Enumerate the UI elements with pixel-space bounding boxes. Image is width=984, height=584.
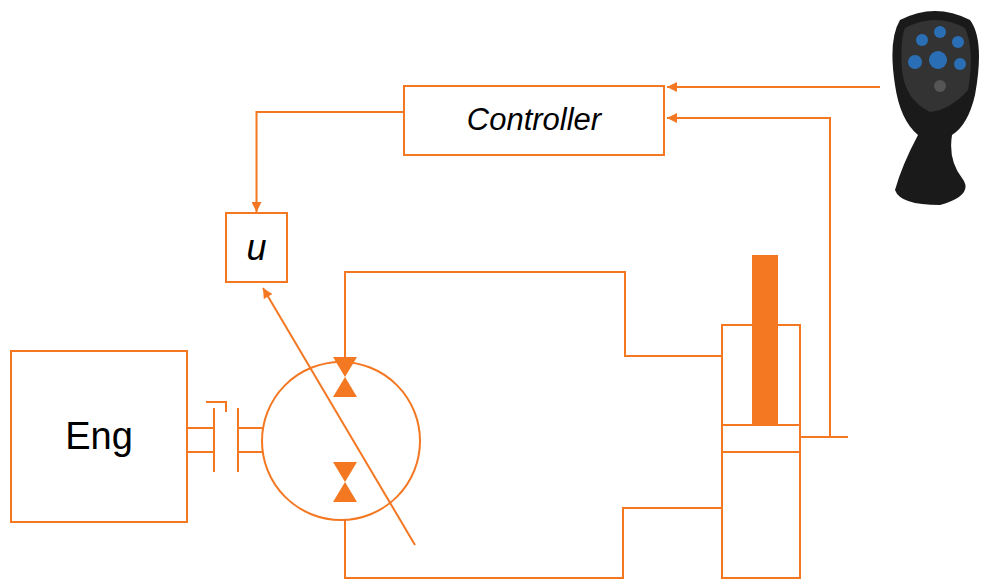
control-signal-box: u: [225, 212, 288, 283]
box-label: u: [246, 228, 266, 268]
signal-connector: [257, 112, 404, 212]
box-label: Eng: [65, 416, 133, 458]
displacement-arrow: [263, 288, 415, 545]
pump-circle: [262, 362, 420, 520]
position-feedback: [667, 118, 848, 437]
controller-box: Controller: [403, 85, 665, 156]
piston: [722, 425, 800, 452]
box-label: Controller: [467, 103, 601, 137]
coupling: [206, 402, 238, 472]
pump-valves: [333, 357, 357, 502]
piston-rod: [752, 255, 778, 425]
joystick-icon: [892, 11, 979, 205]
return-line: [345, 508, 722, 578]
pressure-line: [345, 272, 722, 362]
shaft: [188, 428, 262, 452]
joystick-signal-1: [667, 86, 880, 88]
engine-box: Eng: [10, 350, 188, 523]
